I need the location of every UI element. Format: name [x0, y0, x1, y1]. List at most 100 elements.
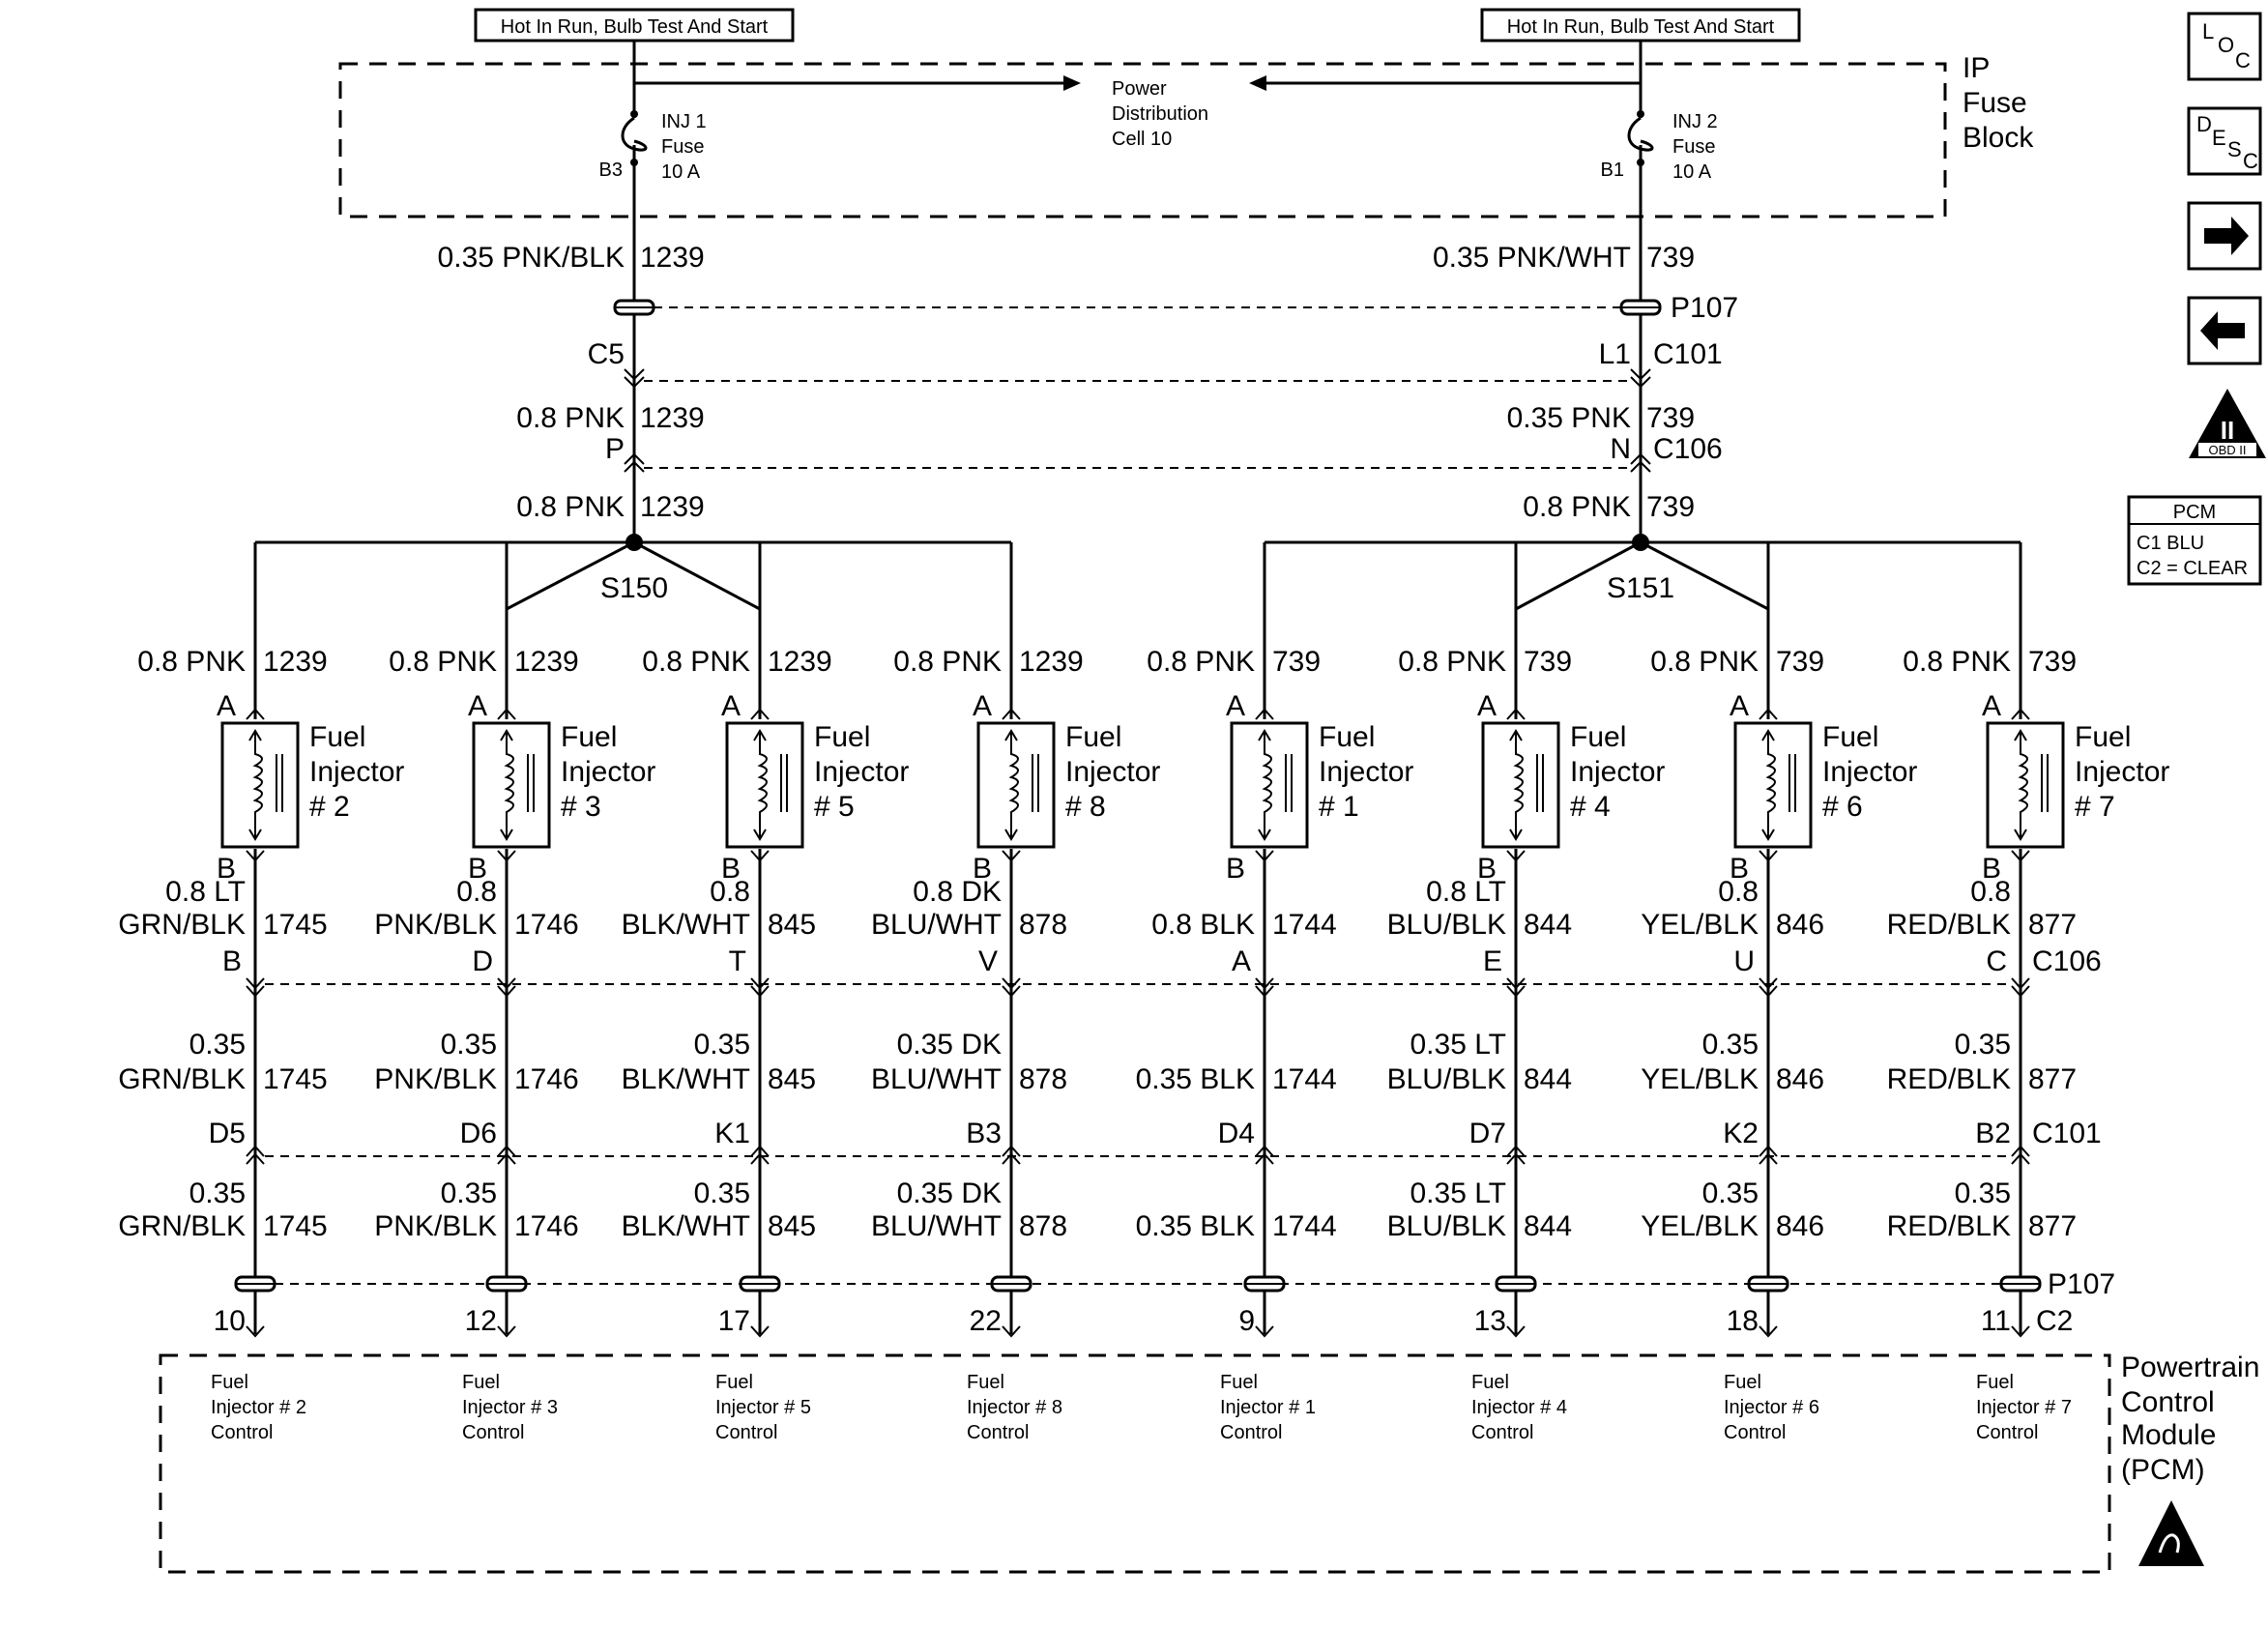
c106-terminal [750, 985, 770, 998]
fuse-right-line-2: Fuse [1672, 136, 1715, 158]
arrow-down-icon [1004, 829, 1018, 841]
c106-terminal [1759, 985, 1778, 998]
pcm-terminal [1759, 1325, 1778, 1338]
trunk-left-c1: 1239 [640, 242, 705, 274]
c106-pin: U [1733, 945, 1755, 977]
injector-label-line-3: # 4 [1570, 791, 1611, 823]
injector-supply-gauge: 0.8 PNK [1903, 646, 2011, 678]
fuse-inj1: INJ 1 Fuse 10 A B3 [599, 110, 707, 183]
injector-label-line-2: Injector [1065, 756, 1160, 788]
pcm-input-label-3: Control [211, 1422, 273, 1443]
out-wire-gauge: 0.8 LT [165, 876, 246, 908]
injector-coil-icon [252, 733, 263, 837]
c106-terminal [497, 985, 516, 998]
low-wire-color: 0.35 BLK [1136, 1210, 1255, 1242]
pcm-connector-legend: PCM C1 BLU C2 = CLEAR [2127, 495, 2262, 586]
trunk-left-w1: 0.35 PNK/BLK [438, 242, 625, 274]
trunk-left-c3: 1239 [640, 491, 705, 523]
ip-fuse-block-outline [338, 62, 1947, 218]
loc-button[interactable]: L O C [2187, 12, 2262, 81]
legend-c1: C1 BLU [2137, 533, 2204, 554]
out-wire-circuit: 877 [2028, 909, 2077, 941]
out-wire-circuit: 878 [1019, 909, 1067, 941]
pcm-terminal [246, 1325, 265, 1338]
pcm-input-label-3: Control [1220, 1422, 1282, 1443]
pcm-terminal [750, 1325, 770, 1338]
arrow-down-icon [1761, 829, 1775, 841]
c106-pin: E [1483, 945, 1502, 977]
fuse-right-line-3: 10 A [1672, 161, 1712, 183]
splice-s150-label: S150 [600, 572, 668, 604]
c106-terminal [246, 985, 265, 998]
pcm-terminal [1002, 1325, 1021, 1338]
mid-wire-gauge: 0.35 DK [897, 1029, 1002, 1061]
trunk-left-w2: 0.8 PNK [516, 402, 625, 434]
low-wire-circuit: 878 [1019, 1210, 1067, 1242]
pcm-input-label-2: Injector # 2 [211, 1397, 306, 1418]
c101-pin: K1 [714, 1118, 750, 1149]
out-wire-gauge: 0.8 DK [913, 876, 1002, 908]
injector-supply-circuit: 739 [2028, 646, 2077, 678]
out-wire-circuit: 844 [1524, 909, 1572, 941]
pcm-input-label-3: Control [1976, 1422, 2038, 1443]
c101-terminal [246, 1145, 265, 1157]
mid-wire-circuit: 1746 [514, 1063, 579, 1095]
pin-b-terminal [1255, 850, 1274, 862]
c101-terminal [750, 1152, 770, 1165]
pcm-input-label-1: Fuel [967, 1372, 1004, 1393]
mid-wire-color: BLK/WHT [622, 1063, 750, 1095]
out-wire-color: GRN/BLK [118, 909, 246, 941]
pin-b-terminal [750, 850, 770, 862]
fuse-left-line-2: Fuse [661, 136, 704, 158]
previous-page-button[interactable] [2187, 296, 2262, 365]
mid-wire-color: PNK/BLK [374, 1063, 497, 1095]
pcm-title-1: Powertrain [2121, 1352, 2259, 1383]
pcm-terminal [1506, 1325, 1526, 1338]
arrow-up-icon [1509, 729, 1523, 741]
desc-button[interactable]: D E S C [2187, 106, 2262, 176]
mid-wire-color: RED/BLK [1887, 1063, 2011, 1095]
mid-wire-gauge: 0.35 LT [1410, 1029, 1506, 1061]
low-wire-gauge: 0.35 DK [897, 1177, 1002, 1209]
fuse-block-title-1: IP [1963, 52, 1990, 84]
mid-wire-circuit: 845 [768, 1063, 816, 1095]
mid-wire-circuit: 1745 [263, 1063, 328, 1095]
pcm-input-label-1: Fuel [1976, 1372, 2014, 1393]
mid-wire-gauge: 0.35 [694, 1029, 750, 1061]
loc-l: L [2202, 19, 2214, 44]
out-wire-circuit: 1745 [263, 909, 328, 941]
c101-pin: D7 [1469, 1118, 1506, 1149]
c101-terminal [1759, 1152, 1778, 1165]
pcm-pin-number: 22 [970, 1305, 1002, 1337]
low-wire-color: PNK/BLK [374, 1210, 497, 1242]
supply-label-left: Hot In Run, Bulb Test And Start [474, 8, 795, 43]
injector-pin-b: B [1730, 853, 1749, 885]
low-wire-circuit: 844 [1524, 1210, 1572, 1242]
out-wire-circuit: 1746 [514, 909, 579, 941]
fuse-left-pin: B3 [599, 160, 623, 181]
injector-label-line-3: # 7 [2075, 791, 2115, 823]
p107-label: P107 [2048, 1268, 2115, 1300]
c101-terminal [1002, 1145, 1021, 1157]
pcm-input-label-1: Fuel [715, 1372, 753, 1393]
injector-pin-a: A [721, 690, 741, 722]
pcm-terminal [1255, 1325, 1274, 1338]
pcm-pin-number: 10 [214, 1305, 246, 1337]
fuse-left-line-1: INJ 1 [661, 111, 707, 132]
power-dist-line-3: Cell 10 [1112, 129, 1172, 150]
pcm-input-label-2: Injector # 6 [1724, 1397, 1819, 1418]
pcm-input-label-2: Injector # 3 [462, 1397, 558, 1418]
out-wire-gauge: 0.8 [456, 876, 497, 908]
legend-c2: C2 = CLEAR [2137, 558, 2248, 579]
out-wire-circuit: 1744 [1272, 909, 1337, 941]
low-wire-circuit: 1746 [514, 1210, 579, 1242]
next-page-button[interactable] [2187, 201, 2262, 271]
low-wire-color: YEL/BLK [1641, 1210, 1759, 1242]
trunk-left-c2: 1239 [640, 402, 705, 434]
mid-wire-color: GRN/BLK [118, 1063, 246, 1095]
c106-terminal [246, 977, 265, 990]
injector-pin-a: A [217, 690, 236, 722]
obd-ii-button[interactable]: II OBD II [2189, 389, 2266, 458]
c101-pin: D4 [1218, 1118, 1255, 1149]
mid-wire-color: BLU/BLK [1387, 1063, 1506, 1095]
